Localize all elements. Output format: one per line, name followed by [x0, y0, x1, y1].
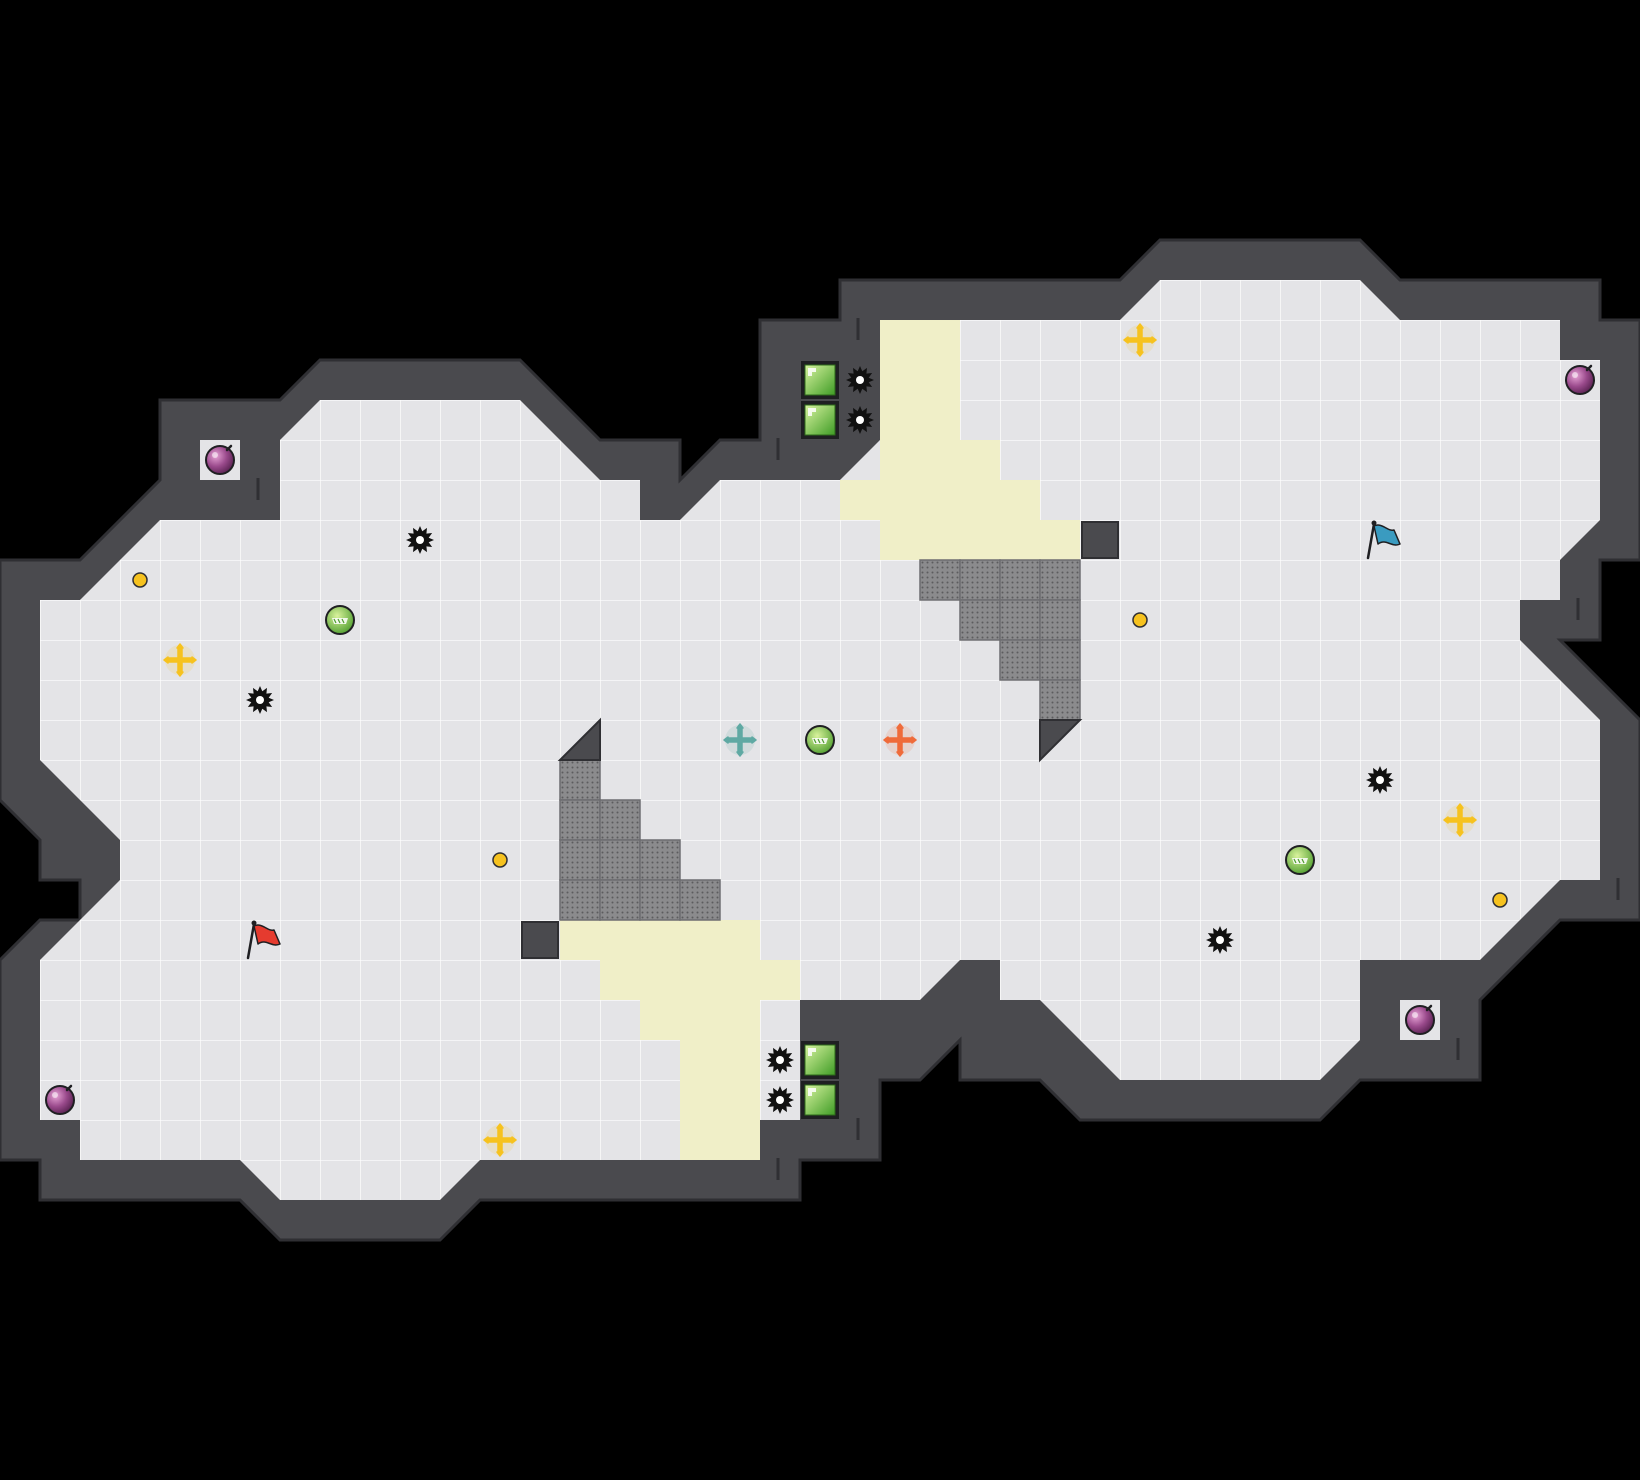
- flag-layer: [246, 520, 1401, 960]
- spike-icon: [406, 526, 434, 554]
- gate-icon: [801, 1041, 839, 1079]
- boost-layer: [132, 323, 1508, 1157]
- gate-icon: [801, 401, 839, 439]
- team-zone-north: [840, 320, 1080, 560]
- mini-boost-icon: [1132, 612, 1148, 628]
- spike-layer: [246, 366, 1394, 1114]
- interior-walls: [521, 521, 1119, 959]
- yellow-boost-icon: [1123, 323, 1157, 357]
- gate-icon: [801, 361, 839, 399]
- team-zone-layer: [560, 320, 1080, 1160]
- mini-boost-icon: [1492, 892, 1508, 908]
- powerup-icon: [1285, 845, 1315, 875]
- spike-icon: [846, 366, 874, 394]
- blue-boost-icon: [723, 723, 757, 757]
- bomb-icon: [205, 444, 235, 475]
- powerup-icon: [805, 725, 835, 755]
- blue-flag-icon: [1366, 520, 1401, 560]
- yellow-boost-icon: [1443, 803, 1477, 837]
- team-zone-south: [560, 920, 800, 1160]
- bomb-icon: [1405, 1004, 1435, 1035]
- red-boost-icon: [883, 723, 917, 757]
- bomb-layer: [45, 364, 1595, 1115]
- bomb-icon: [45, 1084, 75, 1115]
- pit-layer: [559, 559, 1081, 921]
- mini-boost-icon: [132, 572, 148, 588]
- wall-block-north: [1081, 521, 1119, 559]
- wall-block-south: [521, 921, 559, 959]
- wall-ticks: [256, 318, 1620, 1180]
- spike-icon: [1206, 926, 1234, 954]
- pit-cluster-north: [919, 559, 1081, 721]
- wall-ramp-south: [557, 717, 601, 761]
- powerup-icon: [325, 605, 355, 635]
- wall-ramp-north: [1039, 719, 1083, 763]
- spike-icon: [766, 1046, 794, 1074]
- mini-boost-icon: [492, 852, 508, 868]
- spike-icon: [766, 1086, 794, 1114]
- gate-icon: [801, 1081, 839, 1119]
- bomb-icon: [1565, 364, 1595, 395]
- spike-icon: [246, 686, 274, 714]
- spike-icon: [846, 406, 874, 434]
- pit-cluster-south: [559, 759, 721, 921]
- spike-icon: [1366, 766, 1394, 794]
- gate-layer: [801, 361, 839, 1119]
- yellow-boost-icon: [483, 1123, 517, 1157]
- powerup-layer: [325, 605, 1315, 875]
- yellow-boost-icon: [163, 643, 197, 677]
- red-flag-icon: [246, 920, 281, 960]
